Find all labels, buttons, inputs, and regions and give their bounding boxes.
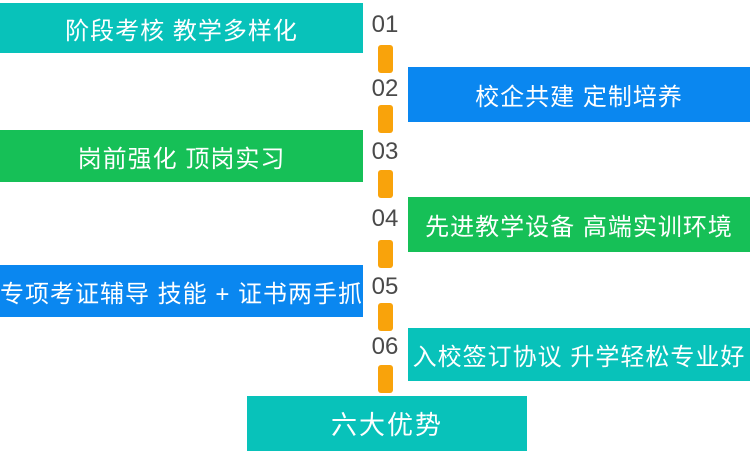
step-number-03: 03 xyxy=(371,138,399,165)
advantage-box-04: 先进教学设备 高端实训环境 xyxy=(408,197,750,252)
advantage-label-02: 校企共建 定制培养 xyxy=(475,84,683,111)
advantage-label-04: 先进教学设备 高端实训环境 xyxy=(425,214,733,241)
timeline-dash-5 xyxy=(378,303,393,331)
timeline-dash-6 xyxy=(378,365,393,393)
advantage-box-02: 校企共建 定制培养 xyxy=(408,67,750,122)
step-number-01: 01 xyxy=(371,11,399,38)
summary-box: 六大优势 xyxy=(247,396,527,451)
timeline-dash-2 xyxy=(378,105,393,133)
step-number-05: 05 xyxy=(371,273,399,300)
advantage-label-01: 阶段考核 教学多样化 xyxy=(65,17,298,45)
timeline-dash-3 xyxy=(378,170,393,198)
step-number-06: 06 xyxy=(371,333,399,360)
timeline-dash-1 xyxy=(378,45,393,73)
summary-label: 六大优势 xyxy=(330,410,443,440)
advantage-label-05: 专项考证辅导 技能 + 证书两手抓 xyxy=(0,280,364,308)
advantage-box-06: 入校签订协议 升学轻松专业好 xyxy=(408,328,750,381)
advantage-label-06: 入校签订协议 升学轻松专业好 xyxy=(412,344,746,371)
timeline-dash-4 xyxy=(378,240,393,268)
advantage-box-01: 阶段考核 教学多样化 xyxy=(0,3,363,53)
advantage-box-03: 岗前强化 顶岗实习 xyxy=(0,130,363,182)
advantage-box-05: 专项考证辅导 技能 + 证书两手抓 xyxy=(0,265,363,317)
step-number-02: 02 xyxy=(371,75,399,102)
advantage-label-03: 岗前强化 顶岗实习 xyxy=(77,145,286,173)
step-number-04: 04 xyxy=(371,205,399,232)
